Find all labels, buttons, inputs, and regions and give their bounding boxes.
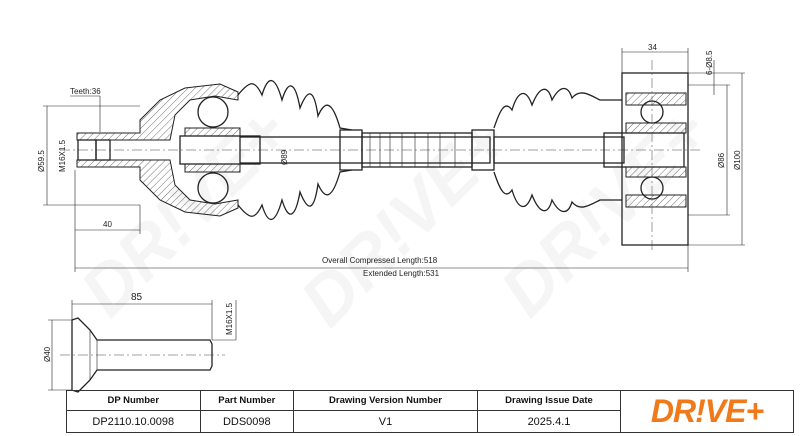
svg-text:34: 34	[648, 43, 657, 52]
svg-text:40: 40	[103, 220, 112, 229]
svg-text:M16X1.5: M16X1.5	[58, 139, 67, 172]
svg-text:Ø40: Ø40	[43, 346, 52, 362]
title-block: DP Number Part Number Drawing Version Nu…	[66, 390, 794, 433]
header-drawing-version: Drawing Version Number	[293, 390, 478, 411]
header-issue-date: Drawing Issue Date	[476, 390, 622, 411]
svg-text:Extended Length:531: Extended Length:531	[363, 269, 440, 278]
svg-text:Ø100: Ø100	[733, 150, 742, 170]
right-cv-joint	[603, 60, 689, 250]
logo-text: DR!VE+	[650, 393, 764, 429]
dimensions: Teeth:36 Ø59.5 M16X1.5 40 Ø89 Overall Co…	[37, 43, 745, 278]
part-number-value: DDS0098	[199, 410, 295, 433]
left-boot-bottom	[237, 169, 353, 221]
svg-text:Overall Compressed Length:518: Overall Compressed Length:518	[322, 256, 438, 265]
right-boot-top	[493, 87, 622, 129]
header-dp-number: DP Number	[66, 390, 201, 411]
right-boot-bottom	[493, 171, 622, 213]
drawing-version-value: V1	[293, 410, 478, 433]
shaft	[239, 129, 625, 171]
svg-text:6-Ø8.5: 6-Ø8.5	[705, 50, 714, 75]
left-cv-joint	[76, 83, 261, 217]
issue-date-value: 2025.4.1	[476, 410, 622, 433]
svg-text:M16X1.5: M16X1.5	[225, 302, 234, 335]
left-boot-top	[237, 79, 353, 131]
brand-logo: DR!VE+	[620, 390, 794, 433]
svg-text:Ø89: Ø89	[280, 149, 289, 165]
svg-text:85: 85	[131, 292, 143, 303]
svg-text:Ø59.5: Ø59.5	[37, 150, 46, 172]
svg-text:DR!VE+: DR!VE+	[285, 103, 523, 341]
header-part-number: Part Number	[199, 390, 295, 411]
svg-text:Ø86: Ø86	[717, 152, 726, 168]
svg-text:Teeth:36: Teeth:36	[70, 87, 101, 96]
dp-number-value: DP2110.10.0098	[66, 410, 201, 433]
